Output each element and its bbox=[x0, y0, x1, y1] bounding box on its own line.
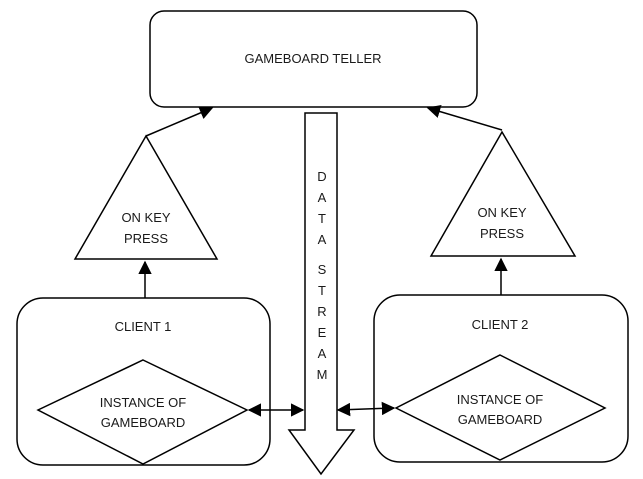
key-press-right-line2: PRESS bbox=[480, 226, 524, 241]
stream-letter: A bbox=[318, 190, 327, 205]
gameboard-teller-label: GAMEBOARD TELLER bbox=[244, 51, 381, 66]
stream-letter: E bbox=[318, 325, 327, 340]
stream-letter: A bbox=[318, 346, 327, 361]
right-key-to-teller-arrow bbox=[426, 104, 503, 131]
stream-letter: T bbox=[318, 211, 326, 226]
key-press-left-line1: ON KEY bbox=[121, 210, 170, 225]
stream-letter: D bbox=[317, 169, 326, 184]
stream-letter: R bbox=[317, 304, 326, 319]
stream-client2-bidirectional-arrow bbox=[336, 401, 396, 417]
client2-label: CLIENT 2 bbox=[472, 317, 529, 332]
client2-instance-line2: GAMEBOARD bbox=[458, 412, 543, 427]
left-key-to-teller-arrow bbox=[145, 106, 214, 137]
client1-node: CLIENT 1 INSTANCE OF GAMEBOARD bbox=[16, 297, 271, 466]
client1-instance-line1: INSTANCE OF bbox=[100, 395, 186, 410]
key-press-left-node: ON KEY PRESS bbox=[73, 134, 219, 260]
client1-instance-diamond bbox=[36, 359, 249, 465]
client1-label: CLIENT 1 bbox=[115, 319, 172, 334]
key-press-right-line1: ON KEY bbox=[477, 205, 526, 220]
client1-instance-line2: GAMEBOARD bbox=[101, 415, 186, 430]
stream-letter: S bbox=[318, 262, 327, 277]
client2-instance-diamond bbox=[394, 354, 607, 461]
client2-node: CLIENT 2 INSTANCE OF GAMEBOARD bbox=[373, 294, 629, 463]
stream-letter: M bbox=[317, 367, 328, 382]
key-press-right-node: ON KEY PRESS bbox=[429, 130, 577, 257]
key-press-left-line2: PRESS bbox=[124, 231, 168, 246]
stream-letter: T bbox=[318, 283, 326, 298]
stream-letter: A bbox=[318, 232, 327, 247]
gameboard-teller-node: GAMEBOARD TELLER bbox=[149, 10, 478, 108]
client2-instance-line1: INSTANCE OF bbox=[457, 392, 543, 407]
